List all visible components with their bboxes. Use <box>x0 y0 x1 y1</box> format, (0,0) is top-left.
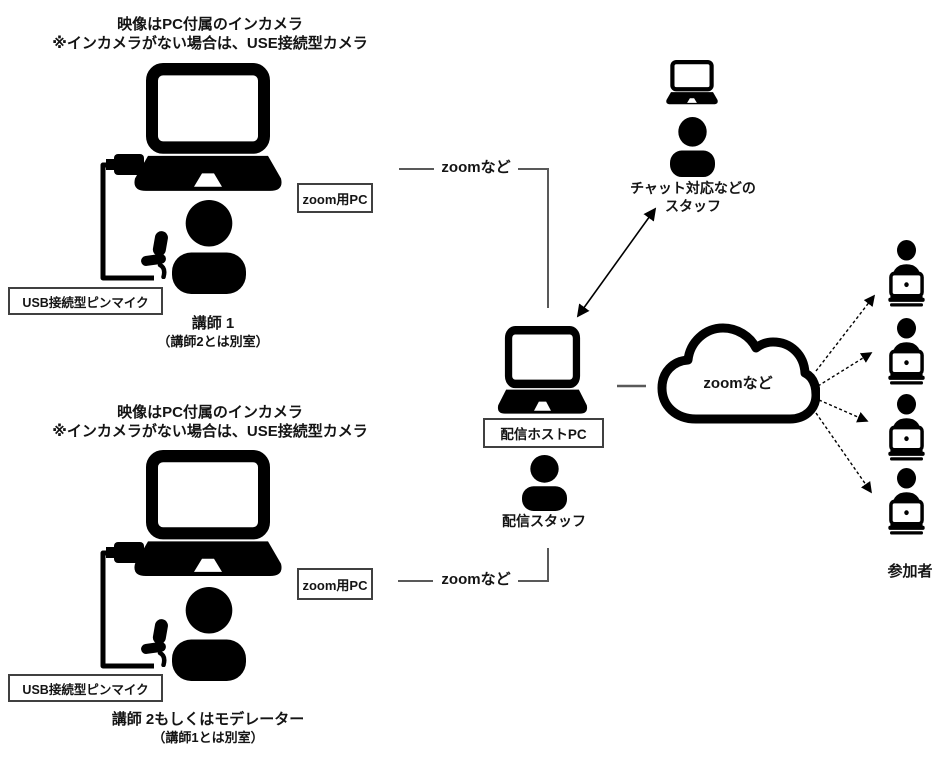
cloud-participant2-arrow <box>817 352 873 387</box>
lecturer1-link-elbow <box>518 168 549 308</box>
lecturer1-usb-plug-icon <box>114 154 144 175</box>
host-laptop-icon <box>494 326 591 415</box>
lecturer2-pc-label-box: zoom用PC <box>297 568 373 600</box>
participant-icon <box>884 394 929 461</box>
lecturer1-laptop-icon <box>128 63 288 193</box>
lecturer1-camera-note: 映像はPC付属のインカメラ ※インカメラがない場合は、USE接続型カメラ <box>52 16 368 52</box>
lecturer1-link-label: zoomなど <box>441 159 511 176</box>
lecturer1-mic-icon <box>140 229 174 279</box>
host-staff-label: 配信スタッフ <box>502 513 586 529</box>
participant-icon <box>884 240 929 307</box>
host-chat-arrow <box>576 207 657 318</box>
host-person-icon <box>522 455 567 511</box>
lecturer2-usb-plug-icon <box>114 542 144 563</box>
chat-staff-laptop-icon <box>664 60 720 105</box>
lecturer1-pc-label-box: zoom用PC <box>297 183 373 213</box>
lecturer2-mic-icon <box>140 617 174 667</box>
lecturer2-link-elbow <box>518 548 549 582</box>
lecturer2-mic-label-box: USB接続型ピンマイク <box>8 674 163 702</box>
chat-staff-label: チャット対応などの スタッフ <box>630 180 756 214</box>
lecturer2-camera-note: 映像はPC付属のインカメラ ※インカメラがない場合は、USE接続型カメラ <box>52 404 368 440</box>
lecturer2-link-label: zoomなど <box>441 571 511 588</box>
cloud-label: zoomなど <box>703 375 773 392</box>
participants-label: 参加者 <box>887 563 933 580</box>
participant-icon <box>884 318 929 385</box>
cloud-participant3-arrow <box>818 399 869 423</box>
cloud-participant1-arrow <box>815 294 876 372</box>
host-pc-label-box: 配信ホストPC <box>483 418 604 448</box>
chat-staff-person-icon <box>670 117 715 177</box>
lecturer2-laptop-icon <box>128 450 288 578</box>
lecturer1-mic-label-box: USB接続型ピンマイク <box>8 287 163 315</box>
lecturer1-person-icon <box>172 200 246 294</box>
participant-icon <box>884 468 929 535</box>
lecturer2-name: 講師 2もしくはモデレーター （講師1とは別室） <box>111 711 305 745</box>
lecturer2-person-icon <box>172 587 246 681</box>
cloud-participant4-arrow <box>815 412 872 494</box>
lecturer1-name: 講師 1 （講師2とは別室） <box>157 315 269 349</box>
cloud-icon <box>656 316 820 428</box>
